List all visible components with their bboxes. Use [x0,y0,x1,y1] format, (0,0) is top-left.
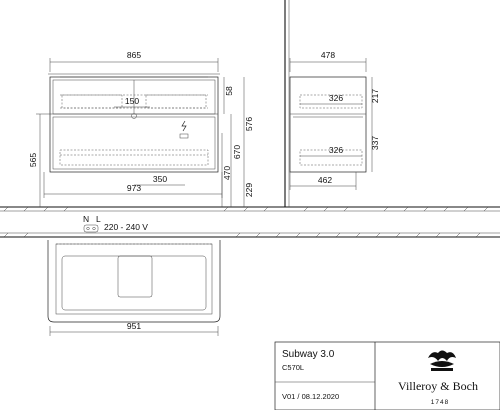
dim-socket-offset: 350 [153,174,167,184]
dim-upper-height: 217 [370,89,380,103]
villeroy-boch-logo-icon [428,350,456,371]
label-n: N [83,214,89,224]
product-code: C570L [282,363,304,372]
dim-right-height: 670 [232,145,242,159]
product-name: Subway 3.0 [282,349,335,360]
dim-floor-height: 470 [222,166,232,180]
dim-overall-width: 973 [127,183,141,193]
electric-lightning-icon [181,120,187,132]
socket-icon [179,133,189,139]
dim-lower-inner-depth: 326 [329,145,343,155]
brand-name: Villeroy & Boch [398,379,478,393]
brand-year: 1748 [431,399,449,406]
dim-floor-clearance: 229 [244,183,254,197]
plan-view: 951 [47,240,221,336]
dim-plan-width: 951 [127,321,141,331]
side-view: 478 326 326 217 337 462 [289,50,380,190]
dim-drawer-height-upper: 58 [224,86,234,96]
dim-top-width: 865 [127,50,141,60]
title-block: Subway 3.0 C570L V01 / 08.12.2020 Viller… [274,341,500,410]
voltage-label: 220 - 240 V [104,222,148,232]
electrical-note: N L 220 - 240 V [83,214,148,233]
dim-bottom-depth: 462 [318,175,332,185]
front-view: 865 150 58 576 670 470 229 565 350 973 [28,50,254,207]
dim-left-height: 565 [28,153,38,167]
socket-outlet-icon [83,224,99,233]
wall-lines [0,0,500,238]
revision-date: V01 / 08.12.2020 [282,392,339,401]
dim-upper-inner-depth: 326 [329,93,343,103]
label-l: L [96,214,101,224]
dim-lower-height: 337 [370,136,380,150]
dim-upper-depth-mark: 150 [125,96,139,106]
dim-total-height: 576 [244,117,254,131]
dim-top-depth: 478 [321,50,335,60]
